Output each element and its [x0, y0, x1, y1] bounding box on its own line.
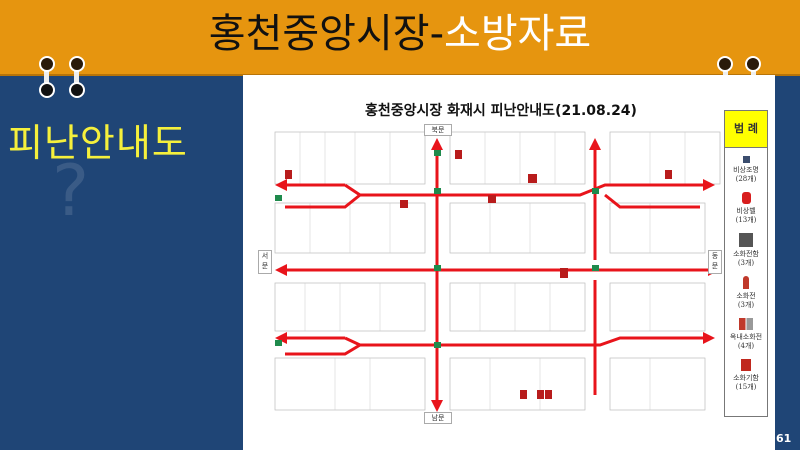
east-gate-label: 동문: [708, 250, 722, 274]
header-bar: 홍천중앙시장-소방자료: [0, 0, 800, 76]
emergency-bell-icon: [741, 192, 751, 204]
legend-item: 소화전함(3개): [725, 233, 767, 268]
market-blocks: [274, 131, 721, 411]
title-main: 홍천중앙시장-: [208, 11, 445, 57]
evacuation-routes: [285, 145, 715, 405]
emergency-light-icon: [742, 156, 750, 163]
extinguisher-box-icon: [741, 359, 751, 371]
legend-item: 소화기함(15개): [725, 359, 767, 392]
title-accent: 소방자료: [444, 11, 592, 57]
fire-equipment-markers: [285, 150, 672, 399]
map-title: 홍천중앙시장 화재시 피난안내도(21.08.24): [365, 103, 637, 119]
north-gate-label: 북문: [424, 124, 452, 136]
fire-hydrant-icon: [743, 276, 749, 289]
legend-heading: 범 례: [725, 111, 767, 148]
stall-dividers: [299, 132, 686, 410]
exit-signs: [275, 150, 599, 348]
section-title: 피난안내도: [8, 121, 188, 165]
legend-item: 소화전(3개): [725, 276, 767, 310]
page-number: 61: [776, 432, 792, 445]
legend: 범 례 비상조명(28개) 비상벨(13개) 소화전함(3개) 소화전(3개) …: [724, 110, 768, 417]
page-title: 홍천중앙시장-소방자료: [0, 8, 800, 60]
legend-item: 비상조명(28개): [725, 156, 767, 184]
indoor-hydrant-icon: [739, 318, 753, 330]
hydrant-box-icon: [739, 233, 753, 247]
south-gate-label: 남문: [424, 412, 452, 424]
question-mark-decoration: ?: [52, 150, 90, 232]
legend-item: 옥내소화전(4개): [725, 318, 767, 351]
west-gate-label: 서문: [258, 250, 272, 274]
legend-item: 비상벨(13개): [725, 192, 767, 225]
